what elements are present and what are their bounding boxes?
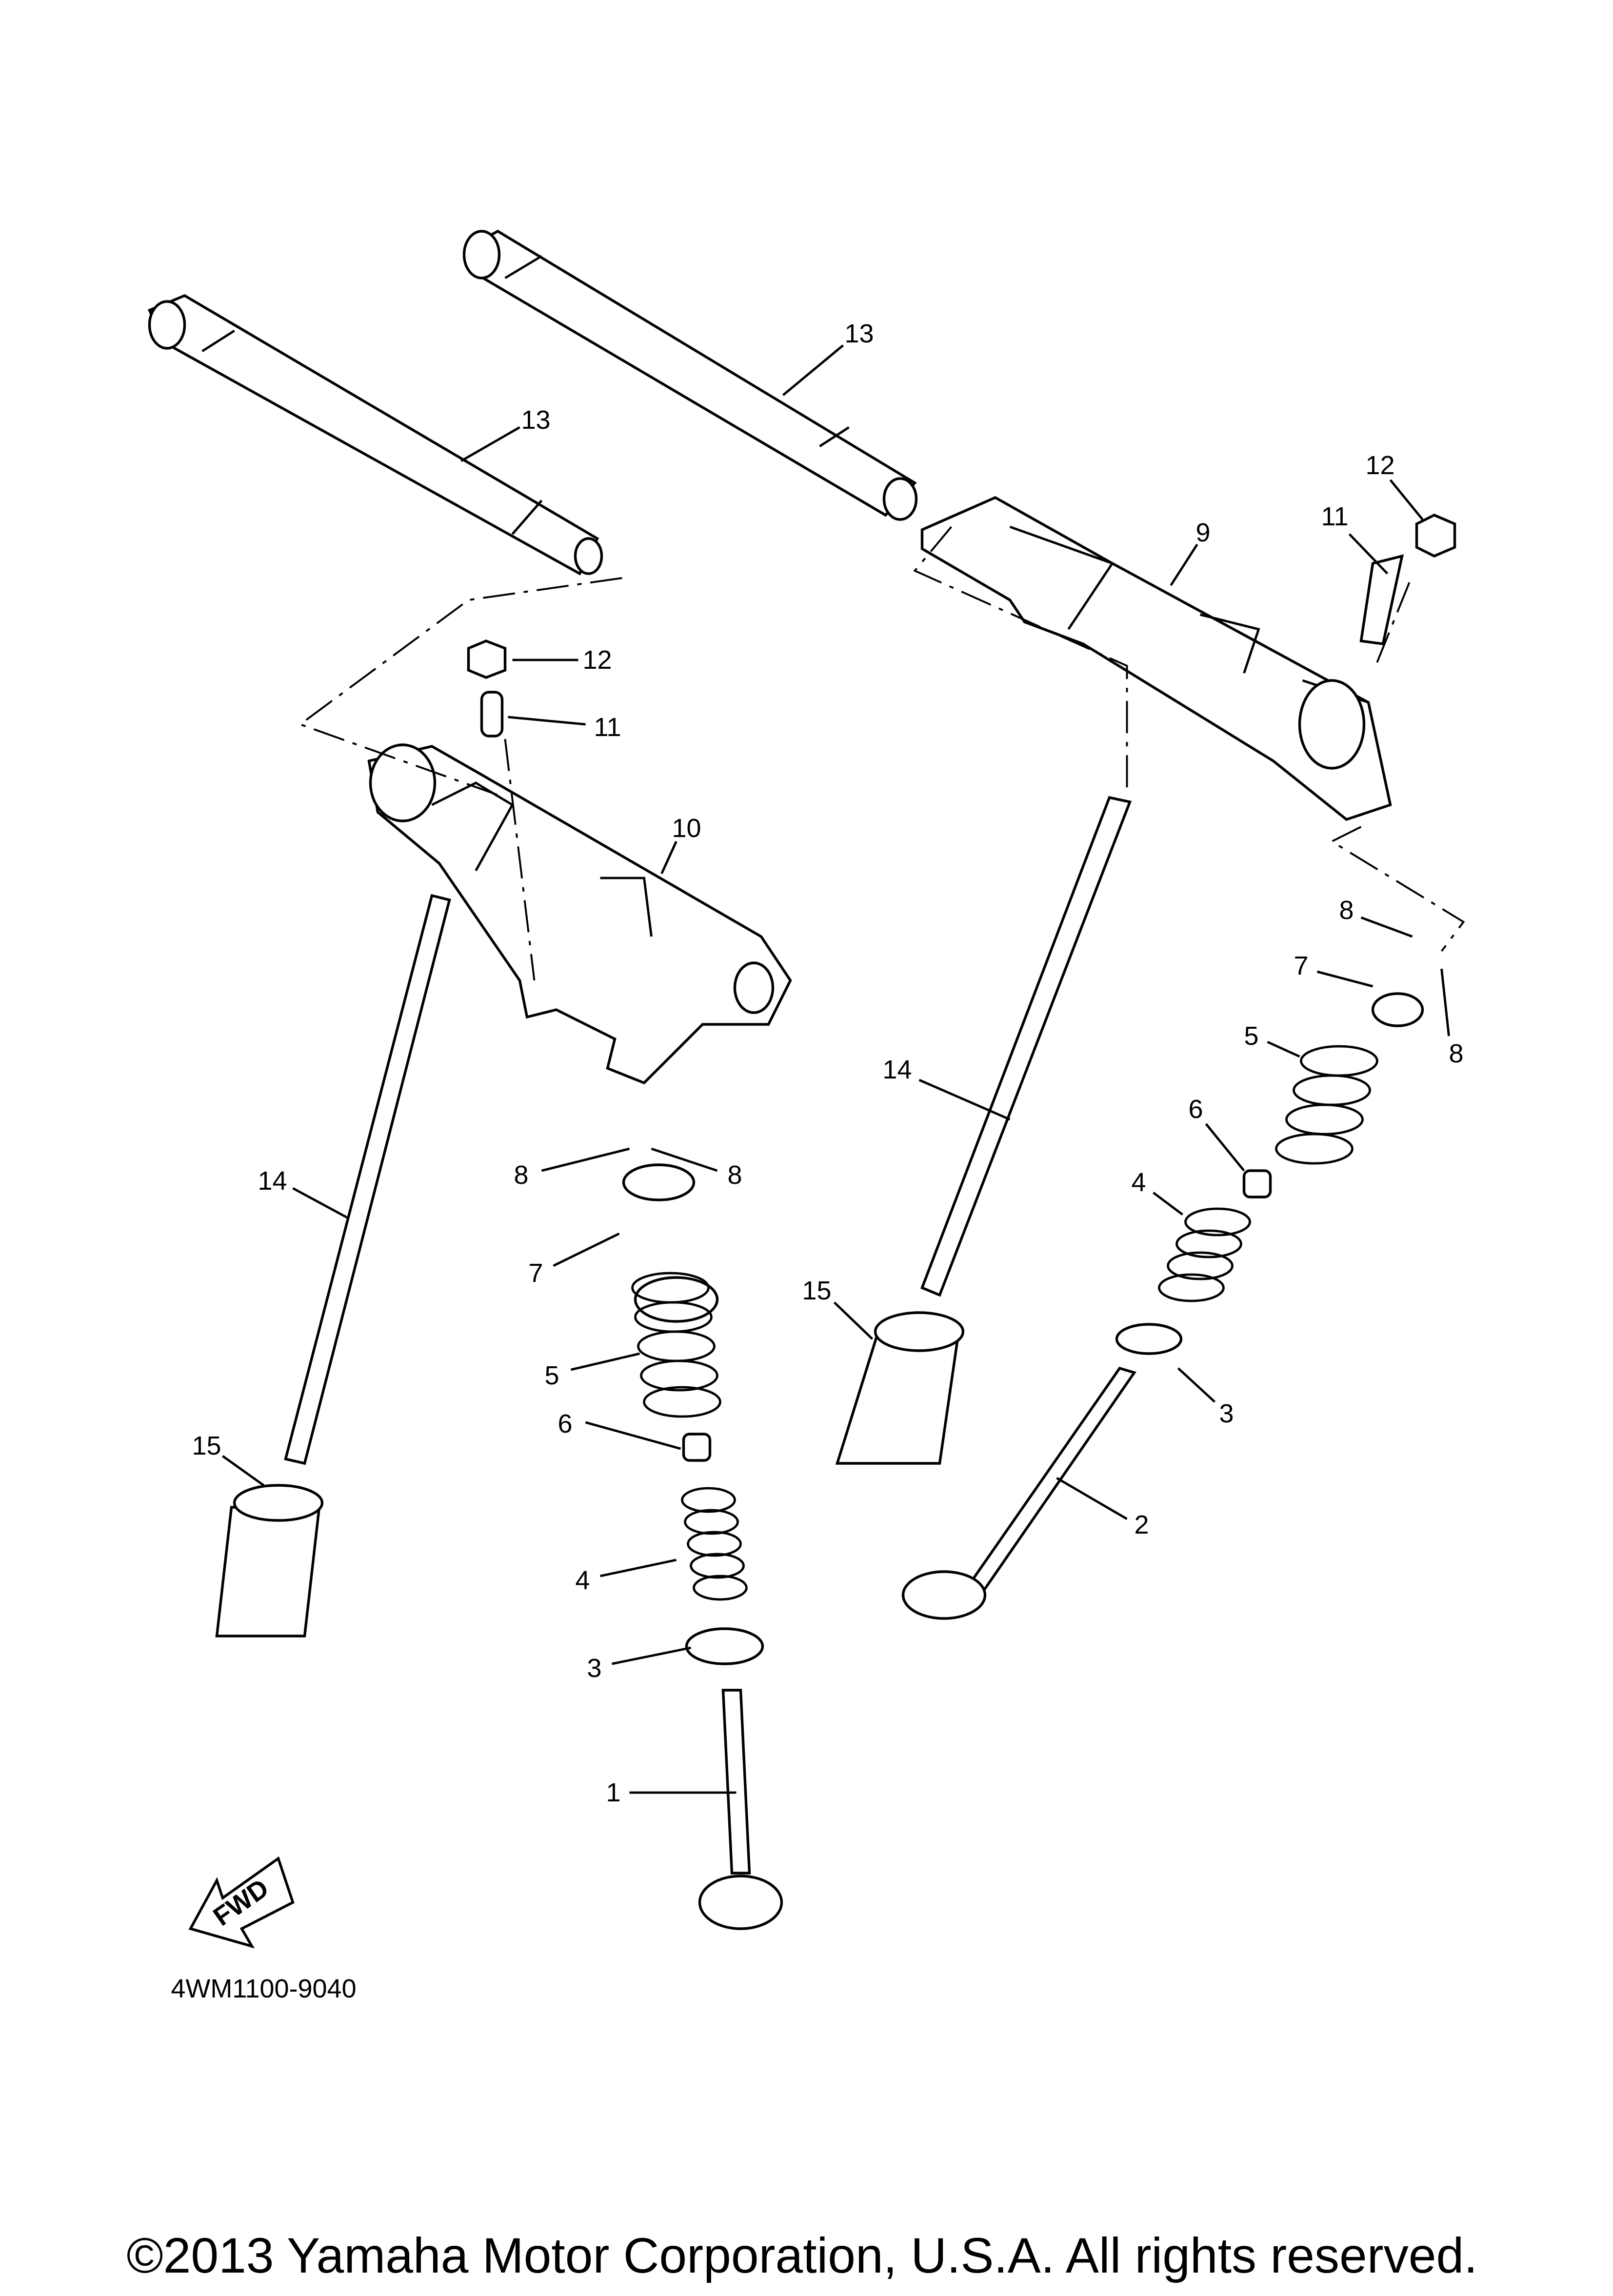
callout: 4 [1131,1168,1146,1197]
callout: 8 [1339,896,1354,925]
callout: 5 [1244,1021,1258,1051]
valve-stack-right [901,992,1424,1620]
rocker-arm-10 [367,743,792,1085]
callout: 12 [1365,451,1394,480]
callout: 11 [594,713,621,742]
callout: 4 [575,1566,590,1595]
callout: 3 [1219,1399,1234,1428]
callout: 14 [882,1055,912,1084]
part-number: 4WM1100-9040 [171,1974,356,2003]
callout: 13 [521,405,550,435]
callout: 6 [558,1409,572,1438]
lifters [215,1311,965,1637]
callout: 9 [1195,518,1210,547]
callout: 8 [514,1160,528,1190]
callout: 8 [1449,1039,1463,1068]
callout: 1 [606,1778,620,1807]
callout: 3 [587,1654,601,1683]
leader-lines [222,344,1450,1794]
rocker-arm-9 [920,496,1392,821]
callout: 8 [727,1160,742,1190]
callout: 5 [544,1361,559,1390]
fwd-arrow-icon: FWD [188,1856,295,1949]
callout: 12 [582,645,612,675]
callout: 11 [1321,502,1348,531]
callout-labels: 13 13 12 11 9 12 11 10 8 7 8 5 14 6 4 8 … [192,319,1463,1807]
callout: 14 [258,1166,287,1196]
callout: 7 [1294,951,1308,980]
callout: 15 [192,1431,221,1460]
guide-lines [298,526,1465,981]
callout: 15 [802,1276,831,1305]
callout: 2 [1134,1510,1149,1539]
callout: 10 [672,814,701,843]
callout: 7 [528,1258,543,1288]
valve-stack-left [622,1163,783,1930]
callout: 6 [1188,1095,1203,1124]
callout: 13 [844,319,874,348]
push-rods [284,796,1132,1465]
adjuster-and-nut [467,514,1456,738]
rocker-shaft-upper [462,229,918,521]
rocker-shaft-lower [147,294,603,576]
copyright-notice: ©2013 Yamaha Motor Corporation, U.S.A. A… [126,2228,1477,2283]
